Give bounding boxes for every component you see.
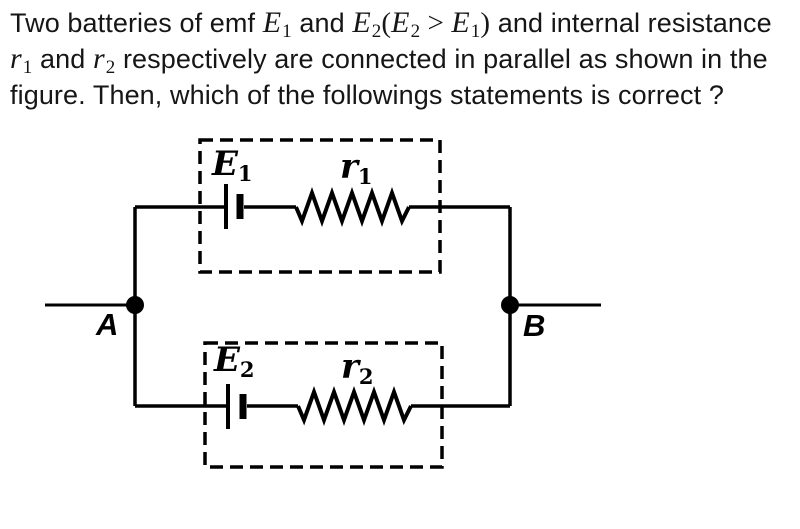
math-symbol: E1 bbox=[451, 6, 481, 42]
battery1-symbol: E bbox=[212, 144, 238, 184]
node-a-label: A bbox=[96, 307, 119, 342]
text-run: and internal resistance bbox=[490, 8, 772, 38]
battery2-symbol: E bbox=[214, 340, 240, 380]
math-symbol-subscript: 1 bbox=[282, 21, 292, 42]
node-b-dot bbox=[501, 296, 519, 314]
battery2-subscript: 2 bbox=[239, 357, 255, 382]
math-symbol-subscript: 2 bbox=[371, 21, 382, 42]
math-symbol-letter: E bbox=[262, 6, 282, 39]
math-symbol: E1 bbox=[262, 6, 292, 42]
math-text: ( bbox=[381, 7, 392, 39]
battery2-label: E2 bbox=[214, 343, 255, 380]
battery1-subscript: 1 bbox=[237, 161, 253, 186]
text-run: and bbox=[32, 44, 93, 74]
math-symbol-subscript: 1 bbox=[470, 21, 481, 42]
node-b-label: B bbox=[523, 308, 546, 343]
math-symbol-subscript: 1 bbox=[22, 57, 33, 78]
math-text: > bbox=[420, 7, 452, 39]
battery1-label: E1 bbox=[212, 147, 253, 184]
math-symbol-subscript: 2 bbox=[410, 21, 421, 42]
resistor1-symbol: r bbox=[340, 147, 358, 187]
math-symbol-letter: E bbox=[391, 6, 410, 39]
node-a-dot bbox=[126, 296, 144, 314]
problem-statement: Two batteries of emf E1 and E2(E2 > E1) … bbox=[10, 5, 796, 113]
text-run: figure. Then, which of the followings st… bbox=[10, 80, 724, 110]
resistor2-subscript: 2 bbox=[358, 364, 374, 389]
text-run: Two batteries of emf bbox=[10, 8, 263, 38]
math-symbol-letter: E bbox=[451, 6, 470, 39]
math-symbol-subscript: 2 bbox=[105, 57, 116, 78]
math-symbol-letter: r bbox=[10, 42, 22, 75]
resistor1-zigzag bbox=[294, 187, 411, 227]
math-symbol-letter: E bbox=[352, 6, 371, 39]
resistor2-zigzag bbox=[296, 386, 413, 426]
math-symbol: E2 bbox=[352, 6, 382, 42]
math-symbol: r1 bbox=[10, 42, 33, 78]
problem-text-line: Two batteries of emf E1 and E2(E2 > E1) … bbox=[10, 5, 796, 42]
problem-text-line: r1 and r2 respectively are connected in … bbox=[10, 41, 796, 78]
resistor2-symbol: r bbox=[341, 347, 359, 387]
resistor1-subscript: 1 bbox=[357, 164, 373, 189]
math-symbol: r2 bbox=[92, 42, 116, 78]
text-run: and bbox=[291, 8, 353, 38]
text-run: respectively are connected in parallel a… bbox=[115, 44, 768, 74]
resistor2-label: r2 bbox=[341, 350, 374, 387]
math-symbol-letter: r bbox=[92, 42, 105, 75]
math-symbol: E2 bbox=[391, 6, 421, 42]
math-text: ) bbox=[480, 7, 491, 39]
problem-text-line: figure. Then, which of the followings st… bbox=[10, 77, 796, 113]
resistor1-label: r1 bbox=[340, 150, 373, 187]
